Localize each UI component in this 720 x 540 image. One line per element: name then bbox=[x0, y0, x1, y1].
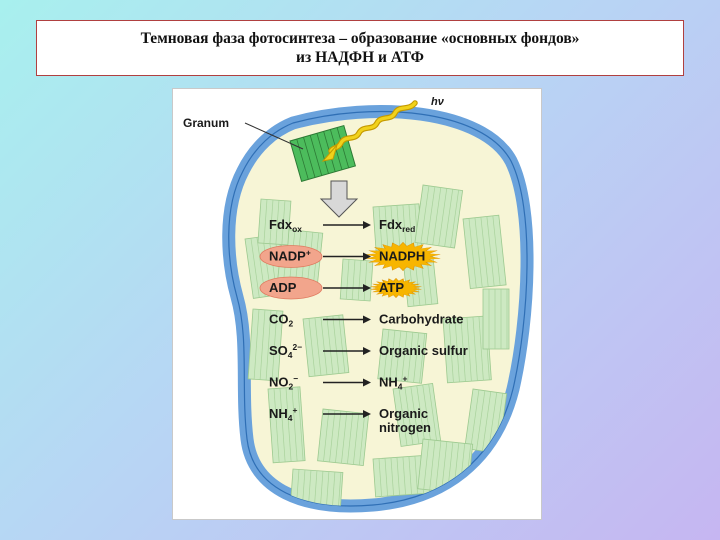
reaction-arrowhead bbox=[363, 347, 371, 355]
reaction-row: ADP ATP bbox=[259, 276, 423, 300]
reactant-label: CO2 bbox=[269, 312, 294, 329]
reaction-arrowhead bbox=[363, 221, 371, 229]
product-label: Organic sulfur bbox=[379, 343, 468, 358]
product-label: ATP bbox=[379, 280, 404, 295]
granum bbox=[289, 124, 357, 182]
product-label: Fdxred bbox=[379, 217, 415, 234]
product-label: Carbohydrate bbox=[379, 312, 464, 327]
product-starburst bbox=[369, 277, 423, 299]
reaction-row: Fdxox Fdxred bbox=[269, 217, 415, 234]
thylakoid-stack bbox=[290, 468, 344, 506]
light-label: hν bbox=[431, 96, 445, 108]
reaction-arrowhead bbox=[363, 315, 371, 324]
product-label: NH4+ bbox=[379, 374, 407, 392]
light-arrowhead bbox=[321, 144, 338, 162]
thylakoid-stack bbox=[414, 184, 464, 249]
reactant-label: NH4+ bbox=[269, 405, 297, 423]
reaction-arrowhead bbox=[363, 410, 371, 418]
reactant-label: NADP+ bbox=[269, 248, 311, 264]
thylakoid-stack bbox=[482, 288, 510, 350]
product-label: NADPH bbox=[379, 249, 425, 264]
reactant-oval bbox=[259, 245, 323, 268]
thylakoid-stack bbox=[267, 386, 306, 464]
thylakoid-stack bbox=[392, 382, 442, 447]
granum-label: Granum bbox=[183, 116, 229, 130]
thylakoid-stack bbox=[377, 328, 428, 384]
reaction-row: CO2 Carbohydrate bbox=[269, 312, 464, 329]
reaction-arrowhead bbox=[363, 252, 371, 261]
granum-leader-line bbox=[244, 122, 304, 150]
product-starburst bbox=[365, 241, 441, 272]
reaction-arrowhead bbox=[363, 284, 371, 292]
reaction-row: SO42− Organic sulfur bbox=[269, 342, 468, 360]
product-label-line2: nitrogen bbox=[379, 420, 431, 435]
reaction-row: NO2− NH4+ bbox=[269, 374, 407, 392]
inner-membrane bbox=[228, 110, 528, 507]
title-line-2: из НАДФН и АТФ bbox=[296, 49, 424, 66]
product-label: Organic bbox=[379, 406, 428, 421]
thylakoid-stack bbox=[462, 214, 507, 290]
reactant-label: NO2− bbox=[269, 374, 298, 392]
thylakoid-stack bbox=[317, 408, 370, 466]
reaction-row: NADP+ NADPH bbox=[259, 241, 441, 272]
reactant-label: ADP bbox=[269, 280, 297, 295]
thylakoid-stack bbox=[257, 198, 292, 246]
reaction-arrowhead bbox=[363, 378, 371, 387]
granum-down-arrow bbox=[319, 180, 359, 218]
thylakoid-stack bbox=[247, 308, 284, 382]
reactant-label: SO42− bbox=[269, 342, 302, 360]
reactant-label: Fdxox bbox=[269, 217, 302, 234]
slide-title: Темновая фаза фотосинтеза – образование … bbox=[36, 20, 684, 76]
thylakoid-stack bbox=[302, 314, 350, 378]
reactant-oval bbox=[259, 276, 323, 300]
title-line-1: Темновая фаза фотосинтеза – образование … bbox=[140, 29, 580, 47]
thylakoid-stack bbox=[339, 258, 374, 302]
